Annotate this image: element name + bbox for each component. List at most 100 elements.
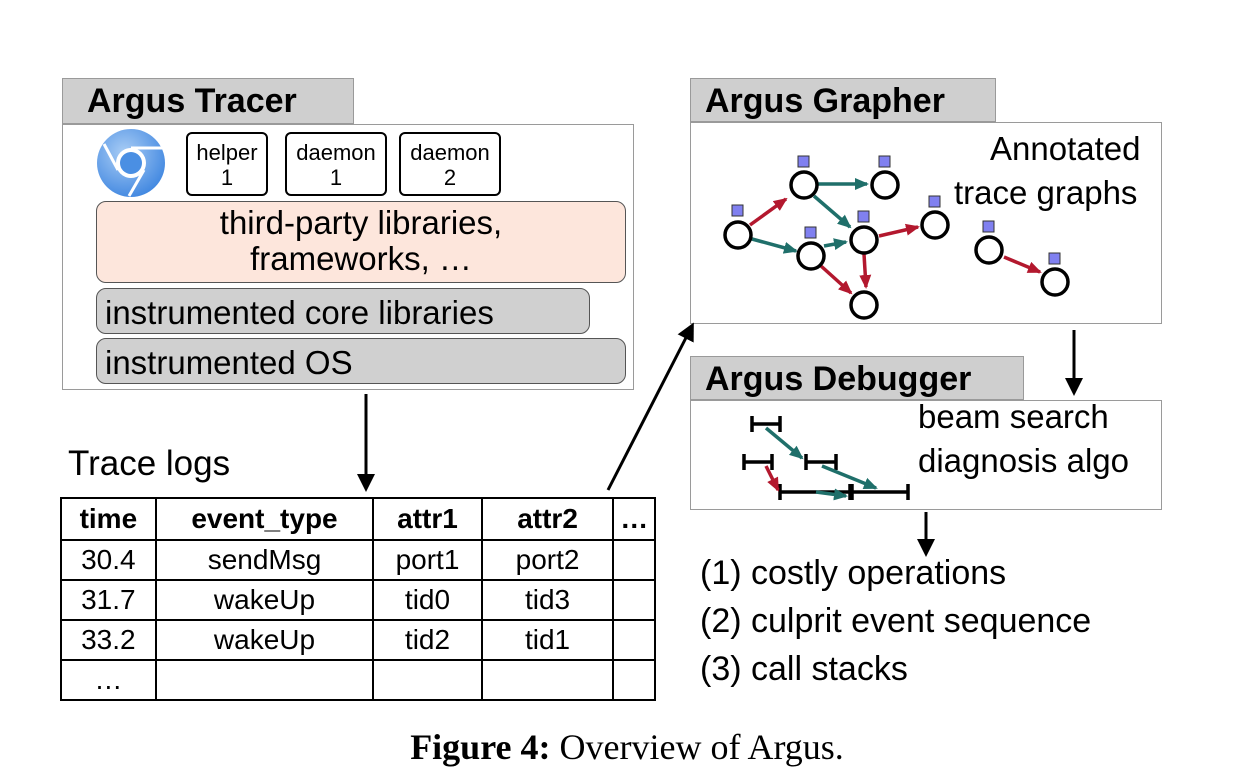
node-annotation-square (804, 226, 817, 239)
figure-caption: Figure 4: Overview of Argus. (0, 726, 1254, 768)
cell-event-type: sendMsg (154, 539, 375, 581)
caption-text: Overview of Argus. (550, 727, 844, 767)
os-label: instrumented OS (105, 344, 353, 381)
process-name: helper (196, 140, 258, 165)
output-culprit-event-sequence: (2) culprit event sequence (700, 602, 1092, 640)
graph-node (789, 170, 819, 200)
graph-node (920, 210, 950, 240)
beam-arrow (821, 464, 878, 490)
node-annotation-square (797, 155, 810, 168)
header-more: … (612, 497, 656, 541)
chrome-logo-icon (96, 128, 166, 198)
third-party-line-2: frameworks, … (250, 240, 472, 277)
cell-attr1: port1 (372, 539, 483, 581)
header-attr1: attr1 (372, 497, 483, 541)
caption-label: Figure 4: (410, 727, 551, 767)
table-row: 30.4 sendMsg port1 port2 (60, 539, 656, 581)
beam-arrow (815, 488, 848, 501)
process-num: 2 (443, 165, 457, 191)
process-num: 1 (220, 165, 234, 191)
graph-edge (819, 264, 853, 295)
debugger-label-line-2: diagnosis algo (918, 442, 1129, 479)
cell-time: 33.2 (60, 619, 157, 661)
graph-edge (748, 197, 788, 227)
core-libraries-layer: instrumented core libraries (96, 288, 590, 334)
graph-edge (751, 237, 798, 254)
process-name: daemon (296, 140, 376, 165)
cell-attr1: tid0 (372, 579, 483, 621)
graph-node (1040, 267, 1070, 297)
trace-graph-edges (748, 178, 1042, 295)
debugger-label-line-1: beam search (918, 398, 1109, 435)
node-annotation-square (731, 204, 744, 217)
graph-node (723, 220, 753, 250)
tracer-title: Argus Tracer (87, 82, 297, 120)
third-party-libraries-layer: third-party libraries, frameworks, … (96, 201, 626, 283)
graph-edge (859, 253, 872, 289)
graph-edge (878, 223, 920, 238)
table-row: 33.2 wakeUp tid2 tid1 (60, 619, 656, 661)
trace-graph-annotations (731, 155, 1061, 265)
cell-more (612, 579, 656, 621)
cell-time: 31.7 (60, 579, 157, 621)
process-box-daemon-2: daemon 2 (399, 132, 501, 196)
process-name: daemon (410, 140, 490, 165)
node-annotation-square (982, 220, 995, 233)
graph-node (796, 241, 826, 271)
grapher-label-line-2: trace graphs (954, 174, 1138, 211)
cell-time: 30.4 (60, 539, 157, 581)
trace-logs-table: time event_type attr1 attr2 … 30.4 sendM… (60, 497, 656, 701)
os-layer: instrumented OS (96, 338, 626, 384)
header-event-type: event_type (154, 497, 375, 541)
node-annotation-square (857, 210, 870, 223)
graph-edge (823, 238, 848, 251)
cell-attr2 (480, 659, 615, 701)
grapher-label-line-1: Annotated (990, 130, 1141, 167)
trace-graph-nodes (723, 170, 1070, 320)
cell-attr1: tid2 (372, 619, 483, 661)
arrow-logs-to-grapher (606, 322, 694, 491)
cell-attr2: tid3 (480, 579, 615, 621)
graph-node (849, 225, 879, 255)
cell-more (612, 619, 656, 661)
process-box-helper-1: helper 1 (186, 132, 268, 196)
header-time: time (60, 497, 157, 541)
beam-arrow (764, 465, 780, 492)
debugger-title-tab: Argus Debugger (690, 356, 1024, 400)
trace-logs-title: Trace logs (68, 444, 231, 483)
cell-event-type: wakeUp (154, 579, 375, 621)
cell-time: … (60, 659, 157, 701)
debugger-title: Argus Debugger (705, 360, 972, 398)
process-num: 1 (329, 165, 343, 191)
header-attr2: attr2 (480, 497, 615, 541)
graph-node (870, 170, 900, 200)
process-box-daemon-1: daemon 1 (285, 132, 387, 196)
beam-search-arrows (764, 426, 878, 501)
cell-more (612, 539, 656, 581)
node-annotation-square (878, 155, 891, 168)
node-annotation-square (928, 195, 941, 208)
grapher-title-tab: Argus Grapher (690, 78, 996, 122)
table-row: 31.7 wakeUp tid0 tid3 (60, 579, 656, 621)
third-party-line-1: third-party libraries, (219, 204, 503, 241)
cell-event-type (154, 659, 375, 701)
output-costly-operations: (1) costly operations (700, 554, 1007, 592)
grapher-title: Argus Grapher (705, 82, 945, 120)
graph-edge (1003, 255, 1042, 274)
cell-event-type: wakeUp (154, 619, 375, 661)
cell-more (612, 659, 656, 701)
tracer-title-tab: Argus Tracer (62, 78, 354, 124)
beam-search-sketch (742, 416, 910, 500)
graph-node (849, 290, 879, 320)
cell-attr1 (372, 659, 483, 701)
cell-attr2: port2 (480, 539, 615, 581)
core-libraries-label: instrumented core libraries (105, 294, 494, 331)
table-header-row: time event_type attr1 attr2 … (60, 497, 656, 541)
cell-attr2: tid1 (480, 619, 615, 661)
graph-edge (812, 194, 852, 229)
table-row: … (60, 659, 656, 701)
output-call-stacks: (3) call stacks (700, 650, 908, 688)
node-annotation-square (1048, 252, 1061, 265)
graph-node (974, 235, 1004, 265)
